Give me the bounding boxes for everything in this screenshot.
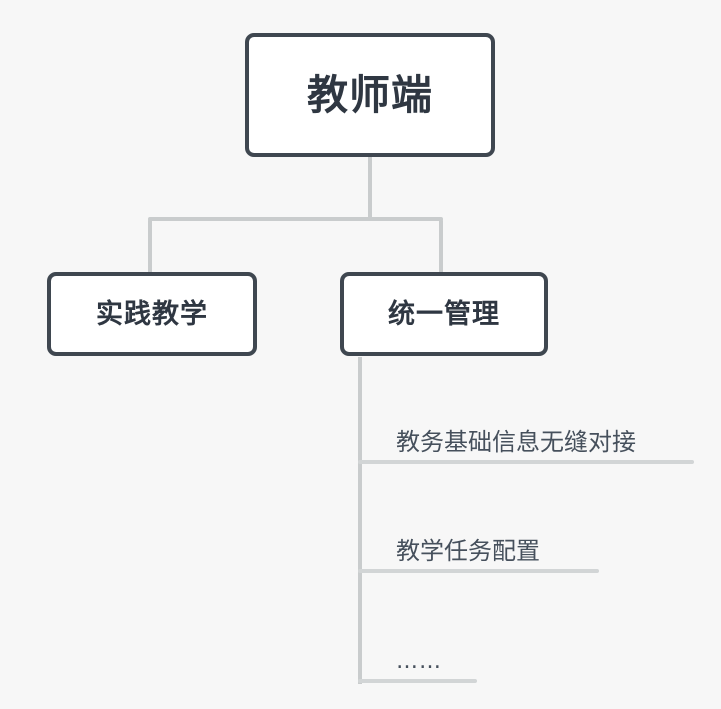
- connector-branch-bar: [148, 217, 443, 221]
- node-unified-management[interactable]: 统一管理: [340, 272, 548, 356]
- node-unified-management-label: 统一管理: [388, 298, 500, 330]
- leaf-item-rule: [358, 569, 599, 573]
- leaf-item-label: 教务基础信息无缝对接: [396, 428, 636, 456]
- leaf-item[interactable]: ……: [358, 617, 477, 683]
- node-practice-teaching-label: 实践教学: [96, 298, 208, 330]
- connector-leaf-spine: [358, 357, 362, 684]
- connector-root-stem: [368, 157, 372, 220]
- leaf-item[interactable]: 教学任务配置: [358, 507, 599, 573]
- leaf-item-rule: [358, 460, 694, 464]
- leaf-item[interactable]: 教务基础信息无缝对接: [358, 398, 694, 464]
- leaf-item-rule: [358, 679, 477, 683]
- connector-drop-left: [148, 217, 152, 273]
- leaf-item-label: ……: [396, 649, 442, 674]
- leaf-item-label: 教学任务配置: [396, 537, 540, 565]
- node-root-label: 教师端: [307, 70, 433, 119]
- node-root-teacher-client[interactable]: 教师端: [245, 33, 495, 157]
- connector-drop-right: [439, 217, 443, 273]
- node-practice-teaching[interactable]: 实践教学: [47, 272, 257, 356]
